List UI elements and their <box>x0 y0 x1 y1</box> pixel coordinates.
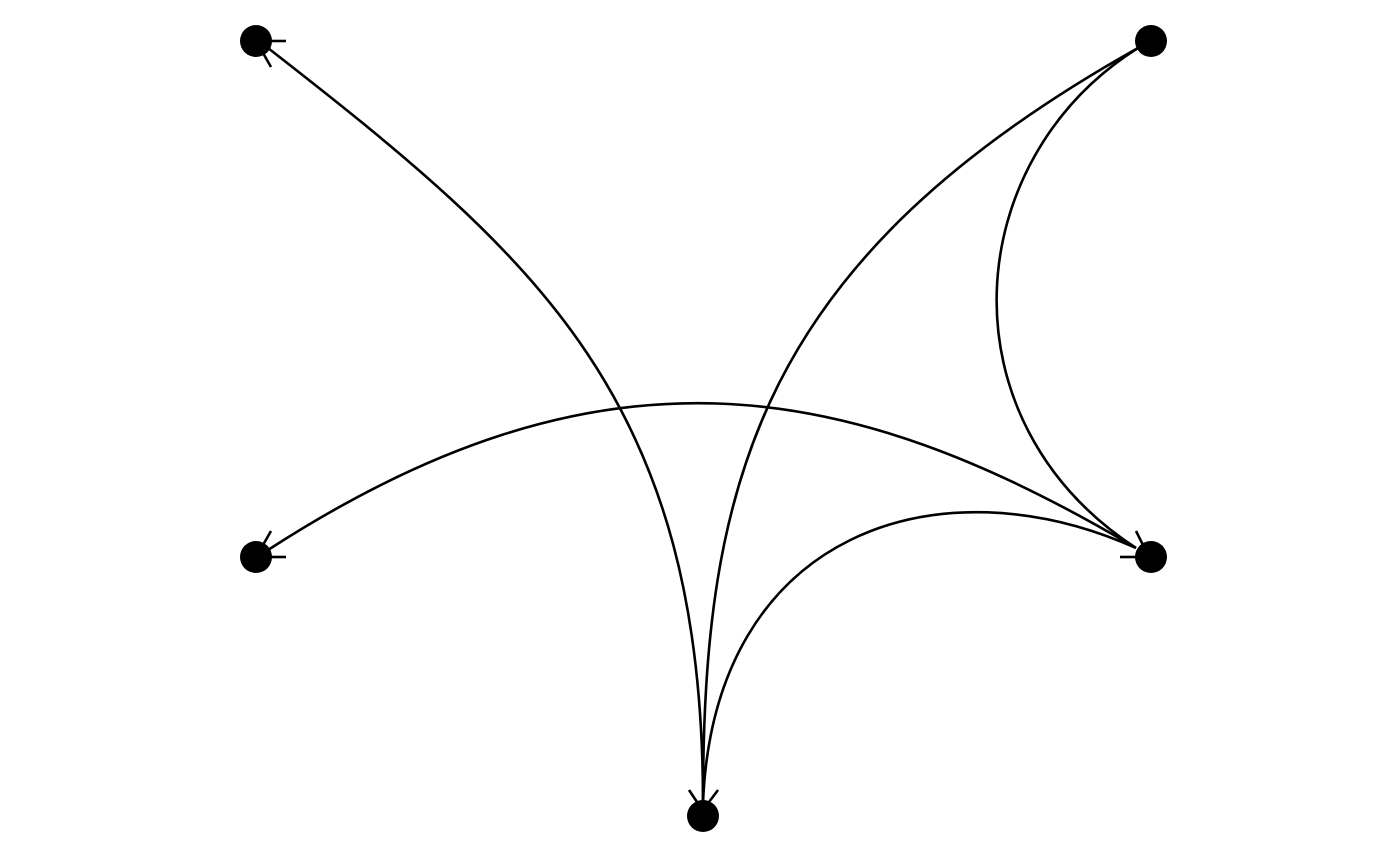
edges-layer <box>267 46 1139 804</box>
edge-n-mid-right-to-n-mid-left <box>267 401 1137 552</box>
node-n-bottom <box>687 800 719 832</box>
arrowhead-prong <box>707 789 720 803</box>
arrowhead-prong <box>261 530 273 546</box>
node-n-top-left <box>240 25 272 57</box>
edge-n-top-right-to-n-bottom <box>701 46 1139 804</box>
edge-n-bottom-to-n-top-left <box>267 46 705 804</box>
edge-n-top-right-to-n-mid-right <box>995 46 1139 550</box>
arrowhead-n-bottom <box>687 789 720 803</box>
arrowhead-prong <box>261 52 273 68</box>
arrowhead-n-top-left <box>261 39 286 68</box>
arrowhead-prong <box>687 789 699 803</box>
arrowhead-prong <box>1134 530 1145 546</box>
arrowhead-n-mid-left <box>261 530 286 559</box>
node-n-mid-left <box>240 541 272 573</box>
edge-n-mid-right-to-n-bottom <box>701 510 1137 804</box>
node-n-top-right <box>1135 25 1167 57</box>
arrowhead-n-mid-right <box>1120 530 1145 559</box>
arrowheads-layer <box>261 39 1145 803</box>
node-n-mid-right <box>1135 541 1167 573</box>
nodes-layer <box>240 25 1167 832</box>
